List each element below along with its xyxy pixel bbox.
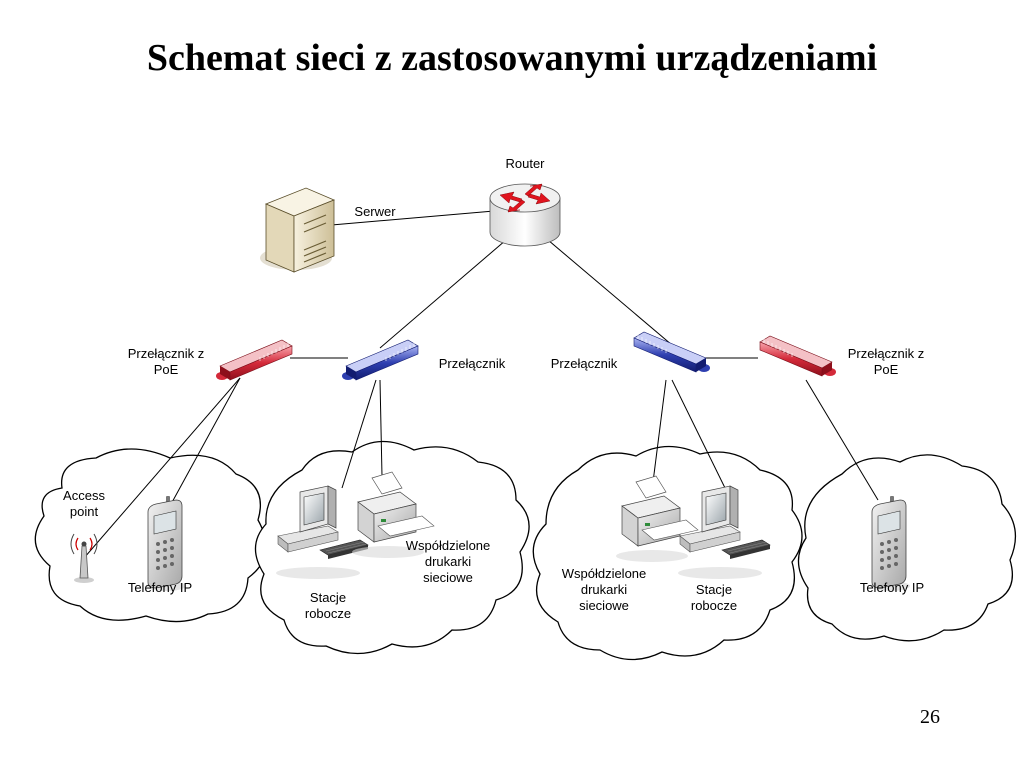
server-icon bbox=[260, 187, 336, 273]
switch-left-label: Przełącznik bbox=[438, 356, 506, 371]
poe-switch-right-icon bbox=[759, 335, 837, 377]
switch-left-icon bbox=[341, 339, 419, 381]
server-label: Serwer bbox=[354, 204, 396, 219]
connection-lines bbox=[83, 210, 879, 559]
cloud-right bbox=[797, 454, 1017, 642]
switch-right-icon bbox=[633, 331, 711, 373]
ip-phone-left-icon bbox=[145, 495, 187, 592]
poe-switch-left-icon bbox=[215, 339, 293, 381]
switch-right-label: Przełącznik bbox=[550, 356, 618, 371]
router-label: Router bbox=[505, 156, 545, 171]
router-icon bbox=[489, 183, 561, 247]
ip-phone-right-icon bbox=[869, 495, 911, 592]
access-point-icon bbox=[70, 533, 98, 583]
slide-title: Schemat sieci z zastosowanymi urządzenia… bbox=[146, 37, 878, 79]
page-number: 26 bbox=[920, 706, 940, 728]
ip-phones-left-label: Telefony IP bbox=[127, 580, 193, 595]
ip-phones-right-label: Telefony IP bbox=[859, 580, 925, 595]
